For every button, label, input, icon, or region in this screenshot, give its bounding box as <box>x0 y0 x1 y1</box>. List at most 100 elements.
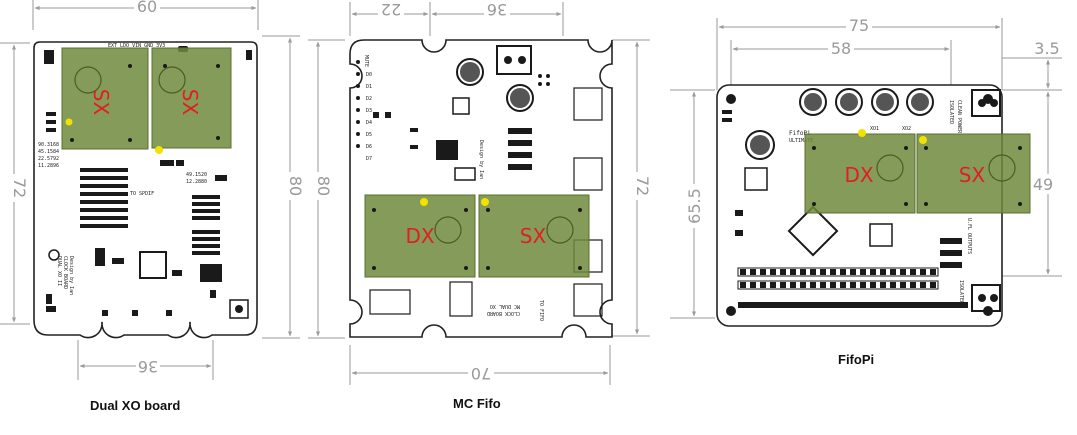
header-pin <box>840 269 846 275</box>
pcb-components-dual-xo <box>44 46 252 319</box>
header-pin <box>740 269 746 275</box>
dim-label: 80 <box>314 176 333 196</box>
silk-text: D5 <box>366 132 372 138</box>
header-pin <box>850 269 856 275</box>
silk-text: D6 <box>366 144 372 150</box>
silk-text: XO1 <box>870 126 879 132</box>
silk-text: 49.1520 <box>186 172 207 178</box>
silk-text: Design by Ian <box>68 256 74 295</box>
silk-text: MUTE <box>363 55 369 67</box>
dim-label: 49 <box>1033 175 1053 194</box>
header-pin <box>920 282 926 288</box>
dim-label: 72 <box>633 176 652 196</box>
header-pin <box>770 269 776 275</box>
board-fifopi: 75 58 3.5 65.5 <box>670 16 1068 327</box>
header-pin <box>930 269 936 275</box>
dim-mcfifo-80: 80 <box>308 39 345 339</box>
header-pin <box>880 282 886 288</box>
header-pin <box>790 269 796 275</box>
header-pin <box>760 282 766 288</box>
header-pin <box>910 269 916 275</box>
dim-label: 36 <box>138 357 158 376</box>
header-pin <box>870 269 876 275</box>
dim-dualxo-height-72: 72 <box>0 42 30 325</box>
header-pin <box>890 269 896 275</box>
header-pin <box>820 269 826 275</box>
header-pin <box>800 282 806 288</box>
header-pin <box>860 269 866 275</box>
header-pin <box>780 269 786 275</box>
module-label: DX <box>844 163 873 187</box>
header-pin <box>750 269 756 275</box>
pcb-outline-mc-fifo <box>349 39 613 338</box>
silk-text: CLOCK BOARD <box>487 310 520 316</box>
silk-text: D2 <box>366 96 372 102</box>
pcb-silkscreen-dual-xo: EXT LDO VIN GND 3V3 90.3168 45.1584 22.5… <box>38 43 207 295</box>
silk-text: CLOCK BOARD <box>62 256 68 289</box>
silk-text: 22.5792 <box>38 156 59 162</box>
module-dual-xo-1: SX <box>61 47 149 150</box>
board-dual-xo: 60 72 80 36 <box>0 0 305 380</box>
module-label: SX <box>178 89 202 116</box>
dim-mcfifo-36: 36 <box>429 0 564 36</box>
dim-label: 72 <box>10 178 29 198</box>
header-pin <box>850 282 856 288</box>
silk-text: D1 <box>366 84 372 90</box>
dim-fifopi-3-5: 3.5 <box>1002 39 1068 91</box>
header-pin <box>920 269 926 275</box>
header-pin <box>900 269 906 275</box>
dim-label: 58 <box>831 39 851 58</box>
pcb-silkscreen-fifopi: FifoPi ULTIMATE XO1 XO2 U.FL OUTPUTS ISO… <box>789 100 972 304</box>
dim-label: 22 <box>381 0 401 19</box>
header-pin <box>860 282 866 288</box>
module-dual-xo-2: SX <box>151 47 232 154</box>
silk-text: MC DUAL XO <box>490 303 520 309</box>
silk-text: TO FIFO <box>538 300 544 321</box>
silk-text: XO2 <box>902 126 911 132</box>
silk-text: Design by Ian <box>478 140 484 179</box>
silk-text: 45.1584 <box>38 149 59 155</box>
silk-text: D3 <box>366 108 372 114</box>
header-pin <box>900 282 906 288</box>
dim-label: 3.5 <box>1034 39 1059 58</box>
module-fifopi-sx: SX <box>916 133 1031 214</box>
module-fifopi-dx: DX <box>804 129 916 214</box>
dim-dualxo-bottom: 36 <box>77 340 214 380</box>
header-pin <box>780 282 786 288</box>
silk-text: ISOLATED <box>958 280 964 304</box>
header-pin <box>770 282 776 288</box>
pcb-silkscreen-mc-fifo: MUTE D0 D1 D2 D3 D4 D5 D6 D7 Design by I… <box>363 55 544 321</box>
header-pin <box>870 282 876 288</box>
fifopi-header-pins <box>740 269 936 288</box>
dim-fifopi-75: 75 <box>716 16 1003 90</box>
silk-text: 12.2880 <box>186 179 207 185</box>
dim-mcfifo-70: 70 <box>349 345 611 385</box>
caption-dual-xo: Dual XO board <box>90 398 181 413</box>
header-pin <box>890 282 896 288</box>
silk-text: U.FL OUTPUTS <box>966 218 972 254</box>
silk-text: 11.2896 <box>38 163 59 169</box>
pcb-components-mc-fifo <box>356 45 603 317</box>
header-pin <box>820 282 826 288</box>
header-pin <box>810 282 816 288</box>
header-pin <box>880 269 886 275</box>
dim-dualxo-height-80: 80 <box>262 35 305 339</box>
caption-mc-fifo: MC Fifo <box>453 396 501 411</box>
silk-text: D4 <box>366 120 372 126</box>
silk-text: CLEAN POWER <box>956 100 962 134</box>
dim-label: 60 <box>137 0 157 16</box>
header-pin <box>830 282 836 288</box>
silk-text: DUAL XO II <box>56 256 62 286</box>
module-label: SX <box>89 89 113 116</box>
pcb-components-fifopi <box>722 88 1001 316</box>
header-pin <box>930 282 936 288</box>
header-pin <box>840 282 846 288</box>
dim-fifopi-58: 58 <box>730 39 952 90</box>
dim-label: 75 <box>849 16 869 35</box>
silk-text: 90.3168 <box>38 142 59 148</box>
module-label: SX <box>520 224 547 248</box>
module-mc-fifo-dx: DX <box>364 194 476 278</box>
silk-text: D7 <box>366 156 372 162</box>
module-mc-fifo-sx: SX <box>478 194 590 278</box>
